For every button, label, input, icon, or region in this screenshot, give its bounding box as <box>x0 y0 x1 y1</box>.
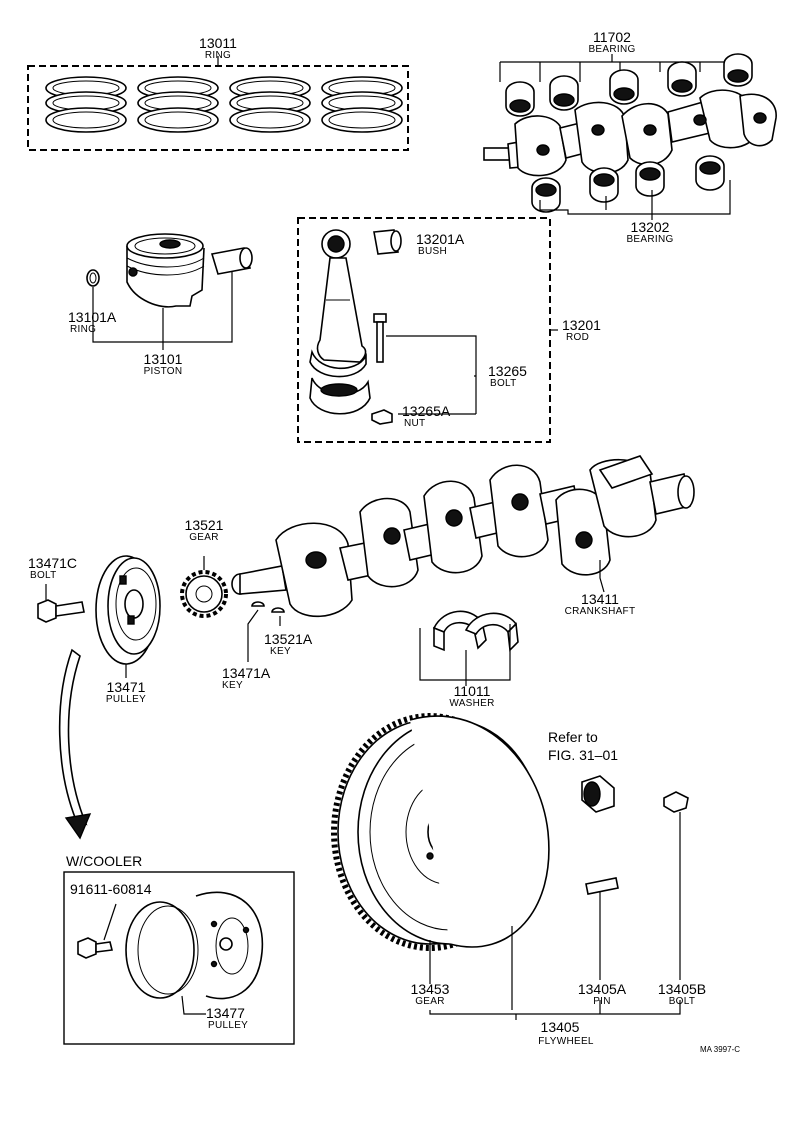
label-13101A-number: 13101A <box>68 309 117 325</box>
flywheel-pin-drawing <box>585 877 619 980</box>
label-13405A-number: 13405A <box>578 981 627 997</box>
label-13101-number: 13101 <box>144 351 183 367</box>
piston-ring-set-drawing <box>27 56 409 151</box>
label-13101-name: PISTON <box>144 366 183 377</box>
main-crankshaft-drawing <box>231 455 695 618</box>
label-13201A-number: 13201A <box>416 231 465 247</box>
with-cooler-inset <box>63 871 295 1045</box>
ring-stack-1 <box>45 76 127 133</box>
upper-bearing-shells <box>505 53 753 117</box>
ring-stack-4 <box>321 76 403 133</box>
rod-bolt-drawing <box>373 313 387 363</box>
label-11702-name: BEARING <box>588 44 635 55</box>
rod-nut-drawing <box>371 409 393 425</box>
label-13411-number: 13411 <box>581 591 619 607</box>
ring-stack-3 <box>229 76 311 133</box>
label-13411-name: CRANKSHAFT <box>565 606 636 617</box>
piston-ring-clip <box>86 269 100 287</box>
label-13453-name: GEAR <box>415 996 445 1007</box>
piston-pin <box>210 247 253 275</box>
cooler-pulley-drawing <box>125 891 264 1015</box>
label-13521-name: GEAR <box>189 532 219 543</box>
label-11011-name: WASHER <box>449 698 494 709</box>
keys-drawing <box>247 601 285 662</box>
piston-body <box>126 233 205 308</box>
label-13521A-name: KEY <box>270 646 291 657</box>
piston-drawing <box>86 233 253 350</box>
crank-pulley-drawing <box>95 555 161 678</box>
cooler-bolt-drawing <box>77 903 117 959</box>
label-13471C-number: 13471C <box>28 555 77 571</box>
label-13265A-number: 13265A <box>402 403 451 419</box>
label-13453-number: 13453 <box>411 981 450 997</box>
label-13101A-name: RING <box>70 324 96 335</box>
label-13202-number: 13202 <box>631 219 670 235</box>
label-13405B-name: BOLT <box>669 996 696 1007</box>
label-13201-number: 13201 <box>562 317 601 333</box>
pilot-bearing-drawing <box>581 775 615 813</box>
label-13471-number: 13471 <box>107 679 146 695</box>
label-11011-number: 11011 <box>454 683 491 699</box>
label-13405-name: FLYWHEEL <box>538 1036 594 1047</box>
label-13471A-number: 13471A <box>222 665 271 681</box>
label-13201-name: ROD <box>566 332 589 343</box>
label-13477-number: 13477 <box>206 1005 245 1021</box>
label-13265A-name: NUT <box>404 418 425 429</box>
connecting-rod-drawing <box>297 217 558 443</box>
label-13521-number: 13521 <box>185 517 224 533</box>
label-13265-number: 13265 <box>488 363 527 379</box>
label-13011-number: 13011 <box>199 35 237 51</box>
label-13201A-name: BUSH <box>418 246 447 257</box>
direction-arrow <box>58 648 92 840</box>
upper-crankshaft <box>483 89 777 177</box>
crankshaft-bearings-drawing <box>483 53 777 220</box>
thrust-washers-drawing <box>419 610 519 686</box>
label-13477-name: PULLEY <box>208 1020 248 1031</box>
part-labels: 13011 RING 11702 BEARING 13202 BEARING 1… <box>28 29 740 1054</box>
refer-note-line1: Refer to <box>548 729 598 745</box>
label-13471A-name: KEY <box>222 680 243 691</box>
label-13265-name: BOLT <box>490 378 517 389</box>
figure-code: MA 3997-C <box>700 1045 740 1054</box>
label-13471C-name: BOLT <box>30 570 57 581</box>
label-13405-number: 13405 <box>541 1019 580 1035</box>
label-13202-name: BEARING <box>626 234 673 245</box>
rod-bush <box>373 229 402 255</box>
flywheel-drawing <box>331 713 550 1010</box>
cooler-inset-title: W/COOLER <box>66 853 142 869</box>
lower-bearing-shells <box>531 155 725 213</box>
flywheel-bolt-drawing <box>663 791 689 980</box>
timing-gear-drawing <box>180 556 228 618</box>
rod-cap <box>309 377 371 415</box>
label-13405B-number: 13405B <box>658 981 706 997</box>
label-13471-name: PULLEY <box>106 694 146 705</box>
ring-stack-2 <box>137 76 219 133</box>
refer-note-line2: FIG. 31–01 <box>548 747 618 763</box>
label-13405A-name: PIN <box>593 996 611 1007</box>
label-91611-60814-number: 91611-60814 <box>70 881 152 897</box>
label-13011-name: RING <box>205 50 231 61</box>
rod-body <box>309 229 367 378</box>
label-13521A-number: 13521A <box>264 631 313 647</box>
pulley-bolt-drawing <box>37 584 85 623</box>
label-11702-number: 11702 <box>593 29 631 45</box>
